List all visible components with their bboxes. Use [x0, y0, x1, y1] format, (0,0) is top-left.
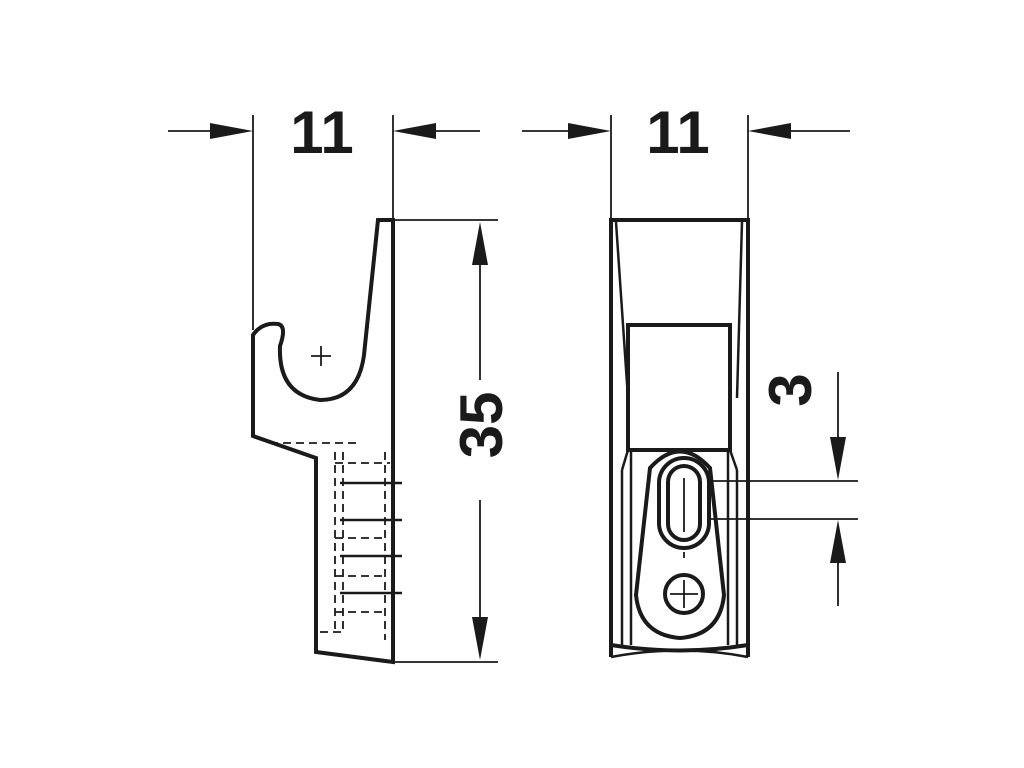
- front-hole: [663, 573, 705, 615]
- side-width-arrow-right: [393, 123, 436, 139]
- side-width-arrow-left: [210, 123, 253, 139]
- thread-lines: [340, 481, 402, 595]
- hidden-lines: [270, 442, 390, 640]
- front-tongue: [626, 323, 732, 452]
- front-width-arrow-right: [748, 123, 791, 139]
- side-width-label: 11: [290, 99, 353, 166]
- side-view: 11: [168, 99, 480, 665]
- slot-arrow-top: [830, 437, 846, 480]
- front-width-arrow-left: [568, 123, 611, 139]
- slot-label: 3: [757, 373, 824, 406]
- height-arrow-top: [472, 222, 488, 265]
- front-view: 11: [522, 99, 850, 659]
- front-plate: [633, 449, 727, 641]
- height-dimension: 35: [395, 219, 515, 663]
- height-arrow-bottom: [472, 617, 488, 660]
- slot-arrow-bottom: [830, 520, 846, 563]
- front-slot-inner: [666, 464, 702, 542]
- slot-dimension: 3: [710, 372, 858, 606]
- height-label: 35: [448, 392, 515, 459]
- front-slot: [657, 456, 711, 550]
- front-width-label: 11: [646, 99, 709, 166]
- side-view-outline: [251, 218, 395, 665]
